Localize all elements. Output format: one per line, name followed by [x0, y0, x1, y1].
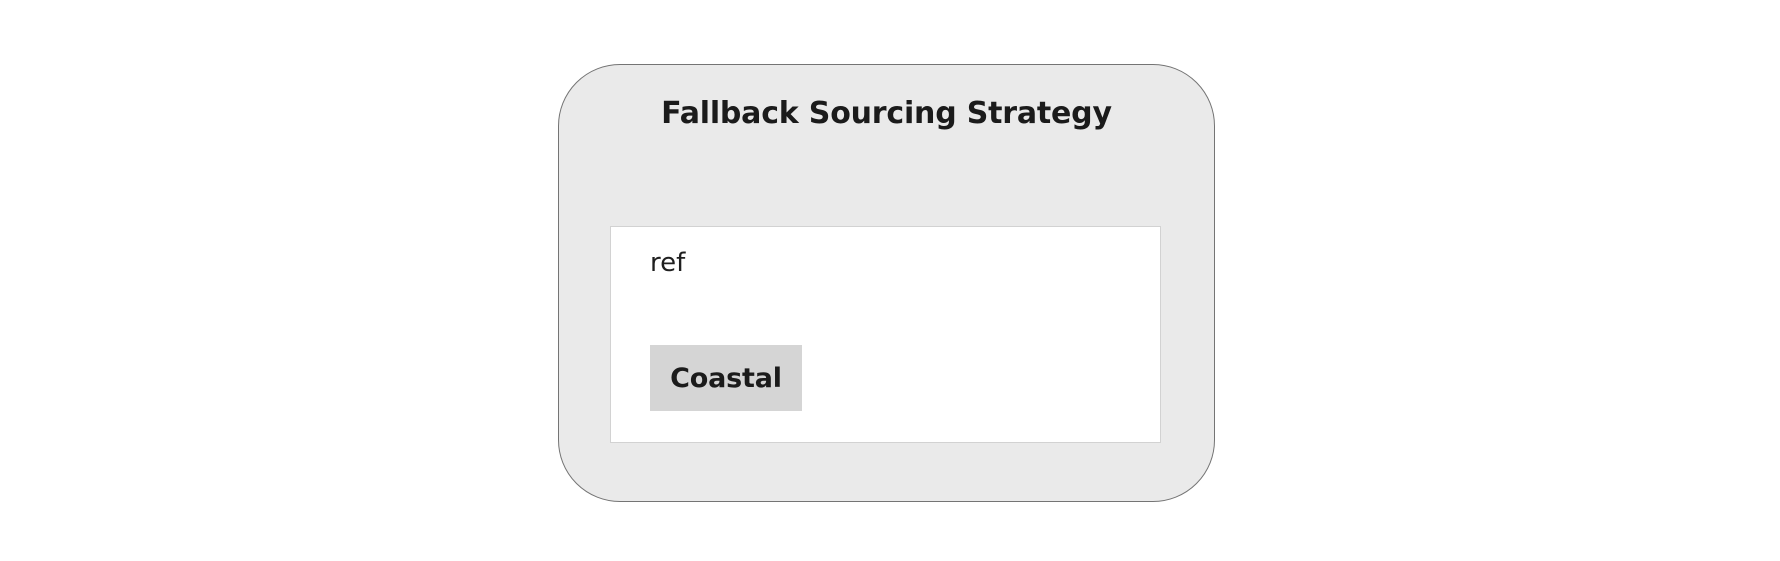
coastal-value-chip-label: Coastal [670, 362, 782, 394]
strategy-detail-panel: ref Coastal [610, 226, 1161, 443]
card-title: Fallback Sourcing Strategy [661, 96, 1112, 131]
fallback-sourcing-strategy-card: Fallback Sourcing Strategy ref Coastal [558, 64, 1215, 502]
ref-field-label: ref [650, 248, 686, 278]
coastal-value-chip[interactable]: Coastal [650, 345, 802, 411]
